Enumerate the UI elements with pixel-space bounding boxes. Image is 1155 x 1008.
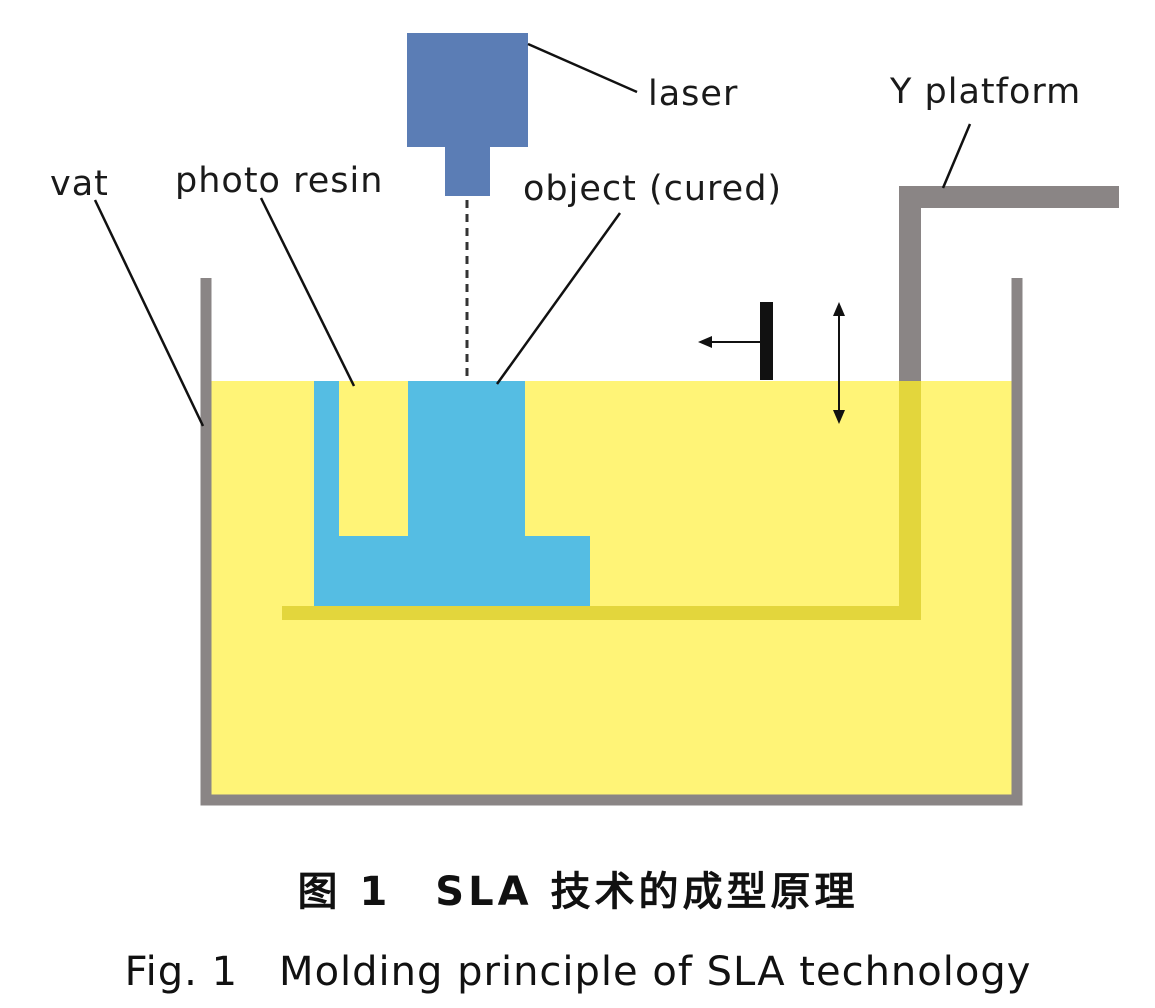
laser-head: [407, 33, 528, 147]
recoater-blade: [760, 302, 773, 380]
platform-horizontal-arm: [899, 186, 1119, 208]
object-cured-label: object (cured): [523, 169, 782, 209]
photo-resin-label: photo resin: [175, 161, 383, 201]
laser-label: laser: [648, 74, 738, 114]
laser-nozzle: [445, 147, 490, 196]
vat-walls: [200, 278, 1023, 806]
platform-base-plate: [282, 606, 921, 620]
y-platform-leader-line: [941, 123, 972, 189]
figure-caption-chinese: 图 1 SLA 技术的成型原理: [298, 869, 859, 915]
vat-label: vat: [50, 164, 109, 204]
laser-leader-line: [527, 42, 638, 94]
cured-object: [314, 381, 590, 606]
vat-leader-line: [93, 199, 205, 427]
vertical-arrowhead-up: [833, 302, 845, 316]
vertical-arrowhead-down: [833, 410, 845, 424]
recoater-arrowhead-left: [698, 336, 712, 348]
photo-resin-leader-line: [259, 197, 356, 387]
platform-vertical-arm: [899, 186, 921, 381]
object-leader-line: [495, 212, 622, 385]
platform-vertical-submerged: [899, 381, 921, 620]
figure-caption-english: Fig. 1 Molding principle of SLA technolo…: [125, 949, 1032, 995]
y-platform-label: Y platform: [889, 72, 1081, 112]
